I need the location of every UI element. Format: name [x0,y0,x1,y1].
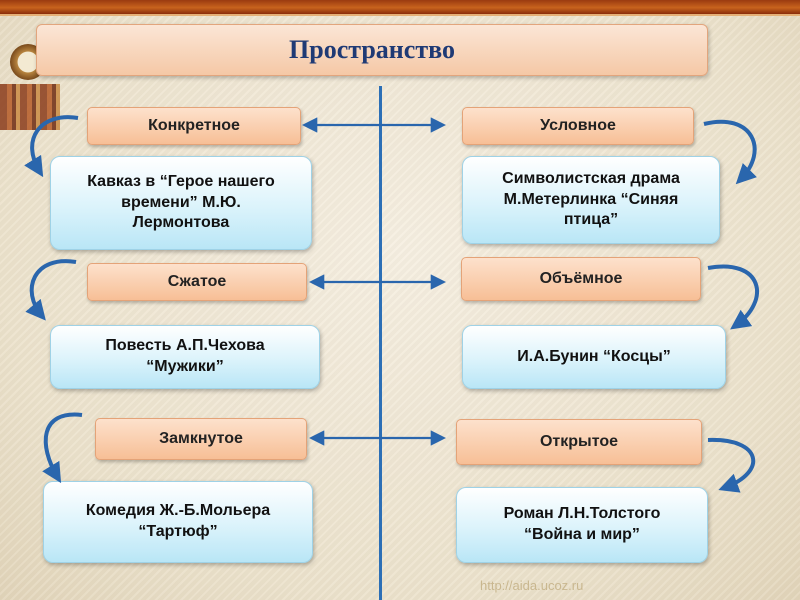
category-box-open: Открытое [456,419,702,465]
bookshelf-icon [0,84,60,130]
central-divider-line [379,86,382,600]
slide-title: Пространство [289,35,455,64]
category-box-conditional: Условное [462,107,694,145]
category-box-concrete: Конкретное [87,107,301,145]
top-frame-border [0,0,800,16]
category-box-closed: Замкнутое [95,418,307,460]
example-box-open: Роман Л.Н.Толстого “Война и мир” [456,487,708,563]
example-box-concrete: Кавказ в “Герое нашего времени” М.Ю. Лер… [50,156,312,250]
example-box-closed: Комедия Ж.-Б.Мольера “Тартюф” [43,481,313,563]
example-box-conditional: Символистская драма М.Метерлинка “Синяя … [462,156,720,244]
watermark-url: http://aida.ucoz.ru [480,578,584,593]
example-box-voluminous: И.А.Бунин “Косцы” [462,325,726,389]
category-box-compressed: Сжатое [87,263,307,301]
category-box-voluminous: Объёмное [461,257,701,301]
title-box: Пространство [36,24,708,76]
example-box-compressed: Повесть А.П.Чехова “Мужики” [50,325,320,389]
